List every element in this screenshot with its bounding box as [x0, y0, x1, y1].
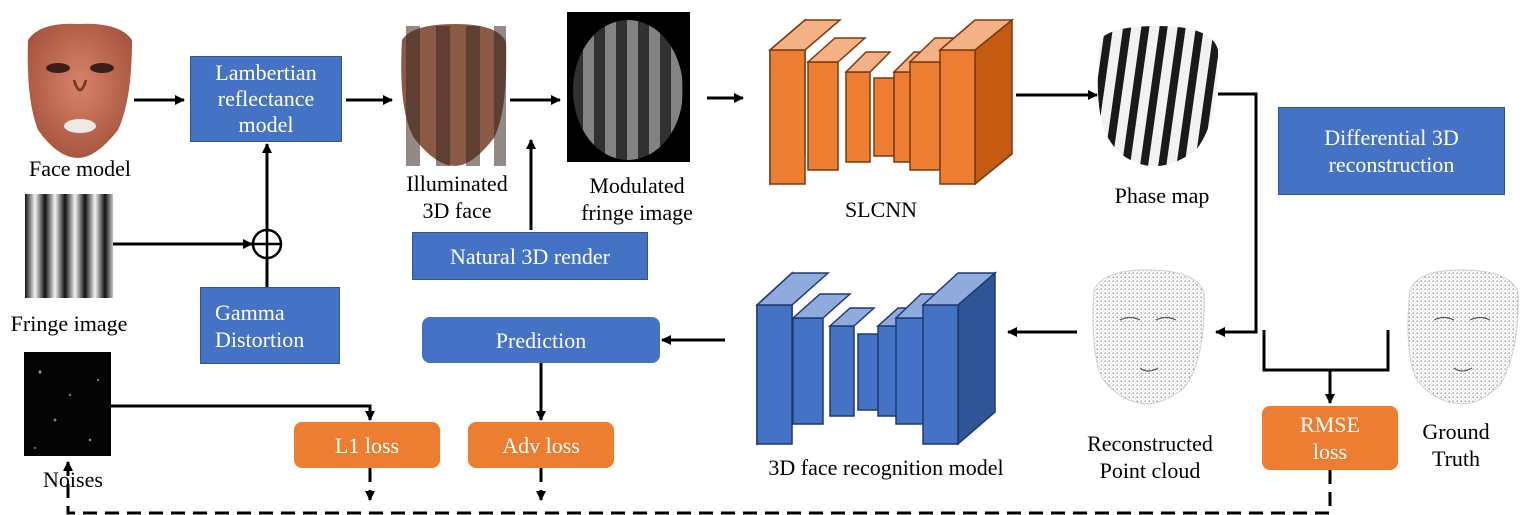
- natural-render-label: Natural 3D render: [449, 243, 611, 269]
- slcnn-label: SLCNN: [844, 197, 918, 222]
- recognition-network: [755, 271, 998, 446]
- illuminated-face-label: Illuminated 3D face: [406, 171, 508, 223]
- prediction-box: Prediction: [422, 317, 660, 363]
- l1-loss-label: L1 loss: [334, 432, 400, 458]
- rmse-loss-box: RMSE loss: [1262, 406, 1398, 470]
- lambertian-label: Lambertian reflectance model: [215, 60, 317, 137]
- sum-operator-icon: [251, 228, 283, 260]
- differential-reconstruction-box: Differential 3D reconstruction: [1278, 107, 1505, 195]
- connectors: [111, 90, 1390, 421]
- gamma-label: Gamma Distortion: [215, 299, 305, 352]
- lambertian-model-box: Lambertian reflectance model: [190, 56, 342, 142]
- l1-loss-box: L1 loss: [294, 422, 440, 468]
- phase-map-label: Phase map: [1114, 183, 1210, 208]
- fringe-image-label: Fringe image: [10, 311, 128, 336]
- differential-label: Differential 3D reconstruction: [1324, 125, 1459, 177]
- natural-render-box: Natural 3D render: [412, 232, 648, 280]
- illuminated-face-image: [401, 24, 507, 166]
- recognition-model-label: 3D face recognition model: [768, 455, 1004, 480]
- face-model-image: [27, 23, 132, 158]
- fringe-image: [25, 194, 113, 298]
- face-model-label: Face model: [28, 156, 132, 181]
- feedback-dashed-lines: [63, 461, 1332, 515]
- adv-loss-box: Adv loss: [468, 422, 614, 468]
- noises-image: [24, 352, 111, 456]
- gamma-distortion-box: Gamma Distortion: [200, 287, 340, 364]
- reconstructed-point-cloud-label: Reconstructed Point cloud: [1087, 431, 1213, 483]
- ground-truth-image: [1407, 269, 1519, 405]
- modulated-fringe-label: Modulated fringe image: [581, 173, 693, 225]
- modulated-fringe-image: [567, 12, 690, 162]
- prediction-label: Prediction: [495, 327, 587, 353]
- phase-map-image: [1097, 26, 1219, 167]
- rmse-loss-label: RMSE loss: [1300, 412, 1360, 464]
- slcnn-network: [767, 18, 1015, 186]
- reconstructed-point-cloud-image: [1092, 269, 1205, 405]
- ground-truth-label: Ground Truth: [1422, 419, 1490, 471]
- noises-label: Noises: [43, 467, 103, 492]
- adv-loss-label: Adv loss: [502, 432, 580, 458]
